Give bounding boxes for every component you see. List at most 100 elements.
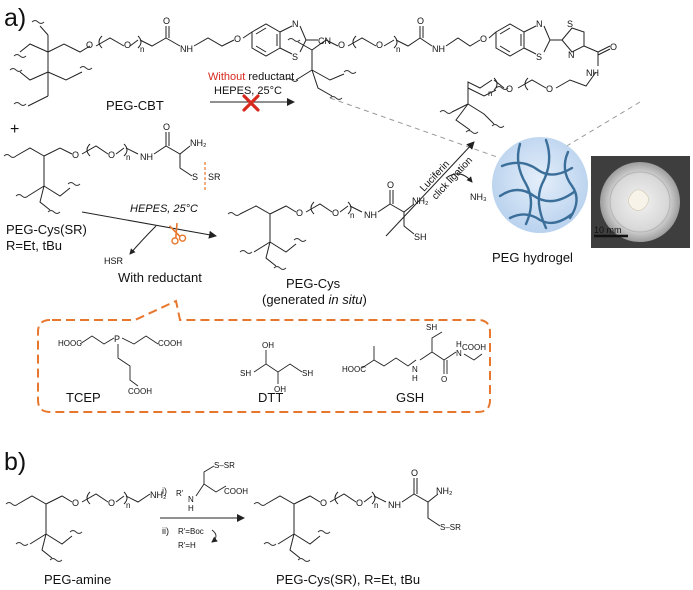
peg-cys-sr-o3: O — [163, 122, 170, 132]
peg-amine-label: PEG-amine — [44, 572, 111, 587]
product-n: n — [396, 45, 400, 54]
product-o2: O — [376, 40, 383, 50]
r-h-label: R'=H — [178, 541, 196, 550]
peg-amine-n: n — [126, 501, 130, 510]
peg-cys-sr-o2: O — [108, 150, 115, 160]
peg-cys-structure: O O n NH O NH₂ SH — [227, 180, 429, 270]
tcep-structure: HOOC P COOH COOH — [58, 334, 182, 396]
peg-cys-label-2-prefix: (generated — [262, 292, 329, 307]
peg-cys-sr-nh2: NH₂ — [190, 138, 207, 148]
without-word: Without — [208, 71, 245, 83]
peg-cys-sr-sr: SR — [208, 172, 221, 182]
gsh-sh: SH — [426, 323, 437, 332]
gsh-h2: H — [456, 340, 462, 349]
peg-cys-label-2: (generated in situ) — [262, 292, 367, 307]
plus-sign: + — [10, 121, 19, 138]
product-nh2: NH — [586, 68, 599, 78]
product-b-o1: O — [320, 498, 327, 508]
gsh-cooh: COOH — [462, 343, 486, 352]
reagent-n: N — [188, 495, 194, 504]
panel-b-label: b) — [4, 448, 26, 476]
hydrogel-photo: 10 mm — [591, 156, 690, 248]
red-x-cross-icon — [242, 94, 260, 112]
peg-cys-label-2-italic: in situ — [329, 292, 363, 307]
tcep-name: TCEP — [66, 390, 101, 405]
peg-cys-sr-n: n — [126, 153, 130, 162]
gsh-name: GSH — [396, 390, 424, 405]
peg-cys-sr-structure: O O n NH O NH₂ S SR — [3, 122, 221, 214]
tcep-p: P — [114, 334, 120, 344]
panel-a-label: a) — [4, 4, 26, 32]
peg-cys-o1: O — [296, 208, 303, 218]
product-b-o3: O — [411, 468, 418, 478]
product-o1: O — [338, 40, 345, 50]
cysteine-reagent-structure: S–SR COOH N H — [188, 461, 248, 513]
peg-cys-sr-s: S — [192, 172, 198, 182]
ligation-arrow — [385, 141, 475, 237]
product-b-nh2: NH₂ — [436, 486, 453, 496]
product-b-n: n — [374, 501, 378, 510]
panel-b-product-structure: O O n NH O NH₂ S–SR — [253, 468, 461, 562]
reagent-h: H — [188, 504, 194, 513]
dtt-sh-right: SH — [302, 369, 313, 378]
peg-cbt-s: S — [292, 52, 298, 62]
peg-cys-nh2: NH₂ — [412, 196, 429, 206]
peg-amine-o2: O — [108, 498, 115, 508]
peg-cys-sr-label-1: PEG-Cys(SR) — [6, 222, 87, 237]
reagent-cooh: COOH — [224, 487, 248, 496]
nh3-byproduct: NH₃ — [470, 192, 487, 202]
reagent-sr: S–SR — [214, 461, 235, 470]
with-reductant-label: With reductant — [118, 270, 202, 285]
product-b-nh: NH — [388, 500, 401, 510]
peg-amine-nh2: NH₂ — [150, 490, 167, 500]
tcep-cooh-right: COOH — [158, 339, 182, 348]
peg-cys-sr-label-2: R=Et, tBu — [6, 238, 62, 253]
scale-bar-label: 10 mm — [594, 225, 622, 235]
scissors-icon — [168, 223, 187, 245]
dtt-sh-left: SH — [240, 369, 251, 378]
gsh-n1: N — [412, 365, 418, 374]
product-s: S — [536, 52, 542, 62]
product-o3: O — [417, 16, 424, 26]
tcep-cooh-bottom: COOH — [128, 387, 152, 396]
r-boc-label: R'=Boc — [178, 527, 204, 536]
reductant-word: reductant — [245, 71, 294, 83]
dtt-name: DTT — [258, 390, 283, 405]
peg-cbt-structure: O O n O NH O N S CN — [9, 16, 331, 107]
peg-cys-n: n — [350, 211, 354, 220]
peg-amine-structure: O O n NH₂ — [5, 490, 167, 562]
product-b-o2: O — [356, 498, 363, 508]
peg-cys-sh: SH — [414, 232, 427, 242]
peg-cbt-n2: N — [292, 19, 299, 29]
peg-amine-o1: O — [72, 498, 79, 508]
dashed-guide-right — [559, 101, 641, 151]
peg-cbt-o4: O — [234, 34, 241, 44]
gsh-n2: N — [456, 349, 462, 358]
without-reductant-buffer: HEPES, 25°C — [214, 85, 282, 97]
product-n4: n — [488, 89, 492, 98]
with-reductant-buffer: HEPES, 25°C — [130, 203, 198, 215]
product-s2: S — [567, 19, 573, 29]
rprime-label: R' — [176, 489, 184, 498]
gsh-structure: HOOC N H SH O N H COOH — [342, 323, 486, 384]
luciferin-product-structure: O O n O NH O N S N S O NH O O — [285, 16, 617, 134]
hsr-release-arrow — [129, 225, 157, 255]
peg-cys-nh: NH — [364, 210, 377, 220]
product-b-sr: S–SR — [440, 523, 461, 532]
hsr-byproduct: HSR — [104, 256, 124, 266]
peg-cbt-label: PEG-CBT — [106, 98, 164, 113]
dashed-guide-left — [329, 97, 501, 159]
panel-b-product-label: PEG-Cys(SR), R=Et, tBu — [276, 572, 420, 587]
product-o7: O — [506, 84, 513, 94]
product-nh: NH — [432, 44, 445, 54]
with-reductant-arrow — [81, 211, 217, 239]
peg-cys-o3: O — [387, 180, 394, 190]
hydrogel-label: PEG hydrogel — [492, 250, 573, 265]
dtt-structure: SH SH OH OH — [240, 341, 313, 394]
reductants-callout-box — [37, 299, 491, 413]
dtt-oh-top: OH — [262, 341, 274, 350]
nh3-release-arrow — [445, 173, 473, 183]
tcep-hooc: HOOC — [58, 339, 82, 348]
peg-cbt-o2: O — [124, 40, 131, 50]
